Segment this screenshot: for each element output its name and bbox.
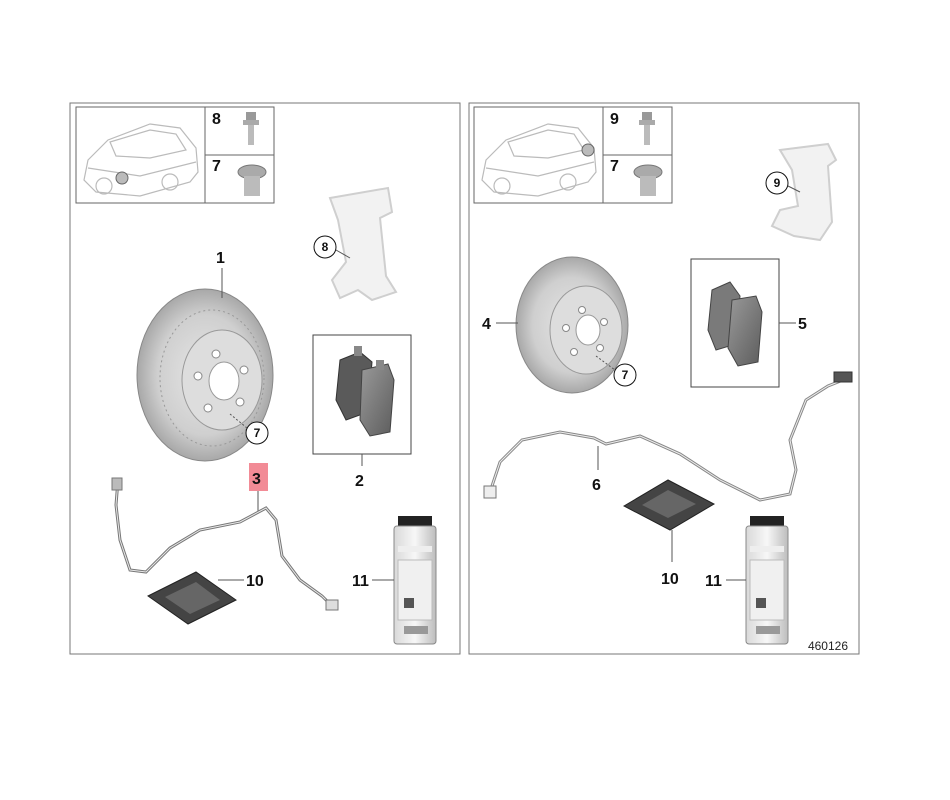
wear-sensor-front-core	[115, 479, 333, 607]
callout-7-inset: 7	[212, 158, 221, 175]
callout-9-circle	[765, 171, 789, 195]
catalog-number: 460126	[808, 639, 848, 653]
brake-pad-box-rear	[690, 258, 780, 388]
callout-3: 3	[252, 471, 261, 488]
callout-9-inset: 9	[610, 111, 619, 128]
brake-pad-box-front	[312, 334, 412, 455]
callout-5: 5	[798, 316, 807, 333]
spray-can-left	[393, 516, 437, 645]
callout-6: 6	[592, 477, 601, 494]
wear-sensor-rear-core	[489, 377, 849, 501]
callout-10-right: 10	[661, 571, 679, 588]
left-panel: 8 7 8 1 7	[69, 102, 461, 655]
callout-8-inset: 8	[212, 111, 221, 128]
bolt-icon	[243, 112, 259, 145]
caliper-carrier-right	[770, 142, 838, 242]
callout-7-circle-left	[245, 421, 269, 445]
right-header-inset: 9 7	[473, 106, 673, 204]
spray-can-right	[745, 516, 789, 645]
paste-packet-right	[622, 479, 716, 531]
callout-3-highlight	[249, 463, 268, 491]
callout-10-left: 10	[246, 573, 264, 590]
callout-11-left: 11	[352, 573, 369, 590]
brake-disc-rear	[515, 256, 629, 394]
callout-7-right: 7	[622, 368, 629, 382]
callout-8: 8	[322, 240, 329, 254]
car-icon	[83, 123, 199, 197]
callout-4: 4	[482, 316, 491, 333]
callout-1: 1	[216, 250, 225, 267]
location-marker	[115, 171, 129, 185]
callout-8-circle	[313, 235, 337, 259]
brake-disc-front	[136, 288, 274, 462]
callout-7-inset-right: 7	[610, 158, 619, 175]
callout-7-circle-right	[613, 363, 637, 387]
caliper-carrier-left	[328, 186, 398, 302]
screw-plug-icon	[633, 164, 663, 196]
left-header-inset: 8 7	[75, 106, 275, 204]
paste-packet-left	[147, 571, 237, 625]
callout-9: 9	[774, 176, 781, 190]
callout-2: 2	[355, 473, 364, 490]
screw-plug-icon	[237, 164, 267, 196]
callout-7-left: 7	[254, 426, 261, 440]
callout-11-right: 11	[705, 573, 722, 590]
right-panel: 9 7 9 4 7	[468, 102, 860, 655]
location-marker	[581, 143, 595, 157]
bolt-icon	[639, 112, 655, 145]
